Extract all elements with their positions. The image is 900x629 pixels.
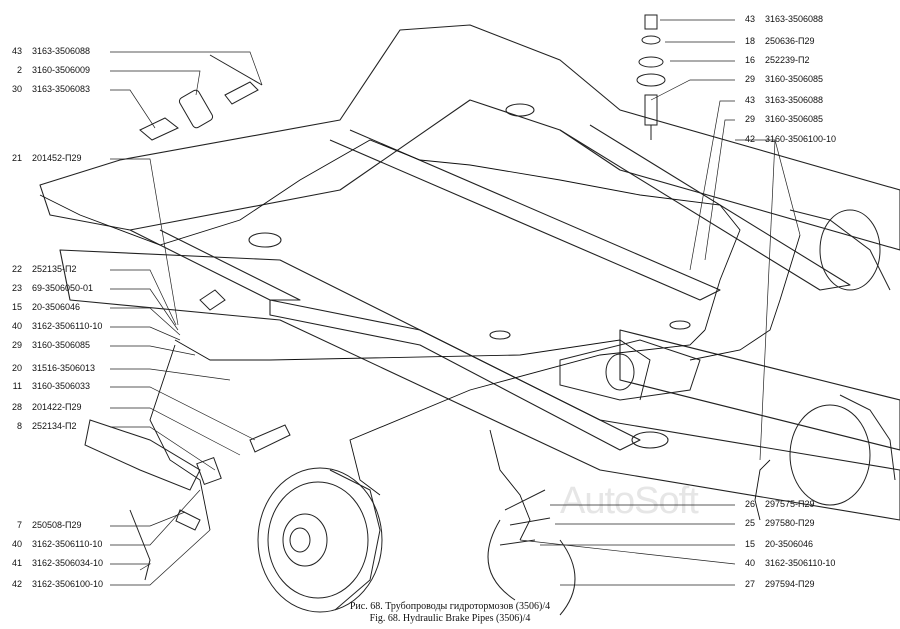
exploded-parts-bottom-right (487, 489, 576, 616)
right-rear-wheel (789, 209, 896, 506)
exploded-parts-top-left (139, 54, 263, 141)
brake-hose-rear-left (489, 429, 531, 541)
frame-crossmember-middle (329, 129, 721, 301)
frame-crossmember-front (129, 229, 301, 301)
brake-pipe-cross (174, 339, 651, 401)
brake-hose-rear-right (754, 459, 771, 521)
frame-side-panel (619, 329, 900, 451)
caption-ru: Рис. 68. Трубопроводы гидротормозов (350… (349, 601, 551, 612)
brake-pipe-front (39, 139, 741, 331)
brake-pipe-rear-main (349, 329, 706, 496)
leader-lines-right (519, 19, 801, 586)
brake-pipe-rear-right (689, 234, 801, 361)
frame-crossmember-rear (559, 124, 851, 291)
leader-lines-left (110, 51, 263, 586)
rear-brake-drum (257, 467, 383, 613)
frame-rail-left (39, 24, 900, 251)
frame-rail-right (59, 249, 900, 521)
caption-en: Fig. 68. Hydraulic Brake Pipes (3506)/4 (369, 613, 531, 624)
watermark: AutoSoft (560, 480, 699, 522)
brake-pipe-front-wheel (149, 344, 211, 531)
frame-inner-panel (269, 299, 641, 451)
rear-axle-stub (559, 339, 701, 401)
exploded-parts-top-right (636, 14, 666, 140)
front-left-components (84, 289, 291, 581)
